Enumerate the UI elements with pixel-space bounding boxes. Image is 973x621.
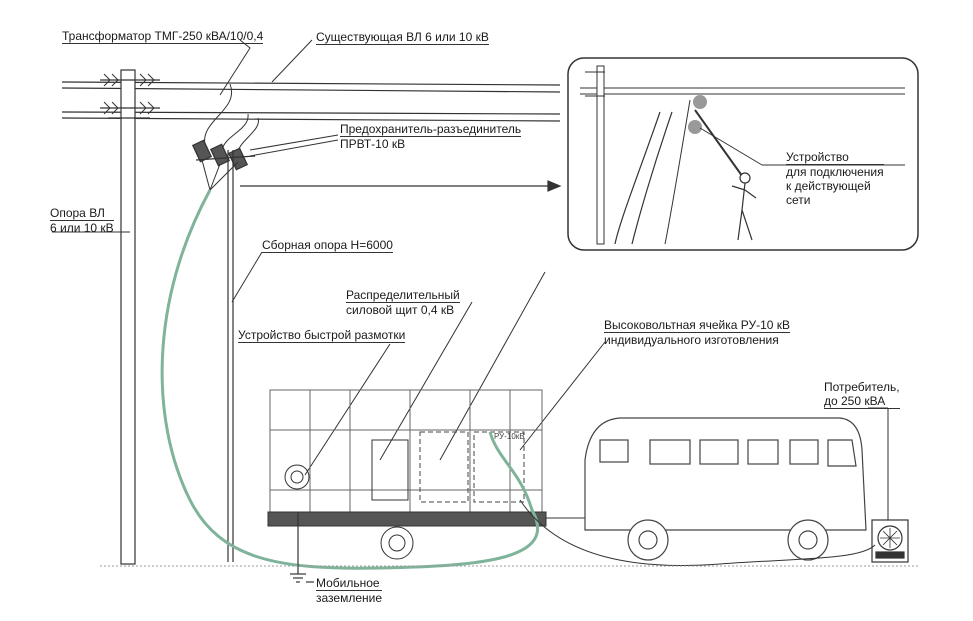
- connection-inset: [567, 57, 919, 251]
- overhead-line-pole: [100, 69, 160, 565]
- quick-unwind-label: Устройство быстрой размотки: [238, 328, 406, 343]
- overhead-line-wires: [61, 81, 561, 122]
- mobile-ground-label: Мобильное заземление: [316, 576, 383, 605]
- assembled-pole: [195, 150, 256, 562]
- insulators: [103, 73, 155, 115]
- consumer-label: Потребитель, до 250 кВА: [824, 380, 900, 409]
- consumer-unit: [871, 519, 909, 563]
- connection-device-label: Устройство для подключения к действующей…: [786, 150, 884, 207]
- worker-figure: [731, 172, 757, 241]
- transformer-label: Трансформатор ТМГ-250 кВА/10/0,4: [62, 29, 264, 44]
- service-van: [584, 417, 867, 561]
- hv-cell-label: Высоковольтная ячейка РУ-10 кВ индивидуа…: [604, 318, 791, 347]
- trailer: [267, 389, 590, 560]
- power-cable: [160, 189, 540, 570]
- hv-cell-tag: РУ-10кВ: [494, 432, 525, 441]
- fuse-disconnector-label: Предохранитель-разъединитель ПРВТ-10 кВ: [340, 122, 522, 151]
- pole-label: Опора ВЛ 6 или 10 кВ: [50, 206, 114, 235]
- ground-symbol: [290, 512, 314, 583]
- switchboard-label: Распределительный силовой щит 0,4 кВ: [346, 288, 460, 317]
- assembled-pole-label: Сборная опора Н=6000: [262, 238, 393, 253]
- existing-line-label: Существующая ВЛ 6 или 10 кВ: [316, 30, 489, 45]
- cable-to-consumer: [519, 499, 876, 566]
